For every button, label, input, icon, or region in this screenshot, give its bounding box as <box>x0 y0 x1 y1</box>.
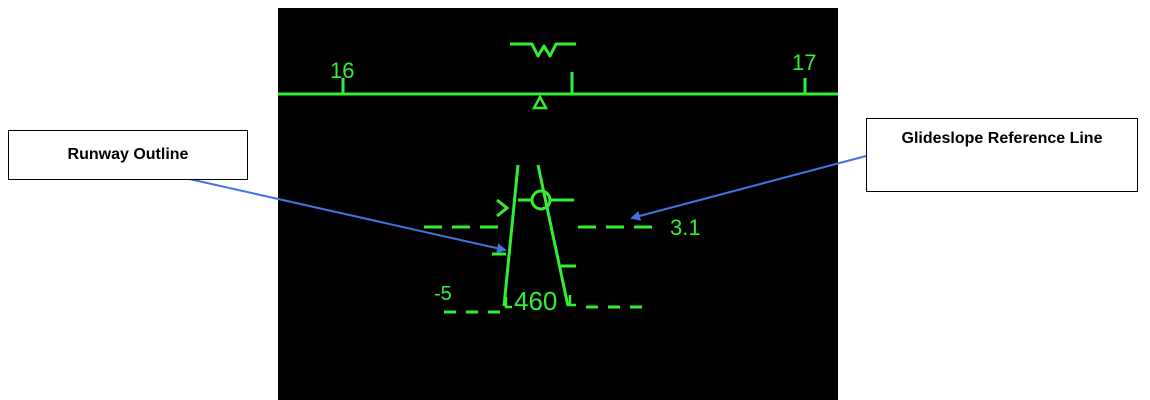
runway-outline-right-edge <box>536 164 570 307</box>
center-readout: 460 <box>514 286 557 316</box>
heading-caret <box>531 94 549 110</box>
glideslope-reference-callout-label: Glideslope Reference Line <box>901 130 1103 147</box>
heading-label-16: 16 <box>330 58 354 83</box>
runway-outline-callout-label: Runway Outline <box>67 146 189 163</box>
left-readout: -5 <box>434 283 452 305</box>
runway-outline-left-edge <box>502 164 520 307</box>
glideslope-angle-label: 3.1 <box>670 215 701 240</box>
glideslope-reference-callout: Glideslope Reference Line <box>866 118 1138 192</box>
center-readout-right-bracket <box>568 295 576 307</box>
runway-outline-callout: Runway Outline <box>8 130 248 180</box>
waterline-symbol <box>510 42 576 58</box>
hud-display: 16 17 3.1 -5 460 <box>278 8 838 400</box>
hud-background <box>278 8 838 400</box>
heading-label-17: 17 <box>792 50 816 75</box>
center-readout-left-bracket <box>504 297 512 309</box>
